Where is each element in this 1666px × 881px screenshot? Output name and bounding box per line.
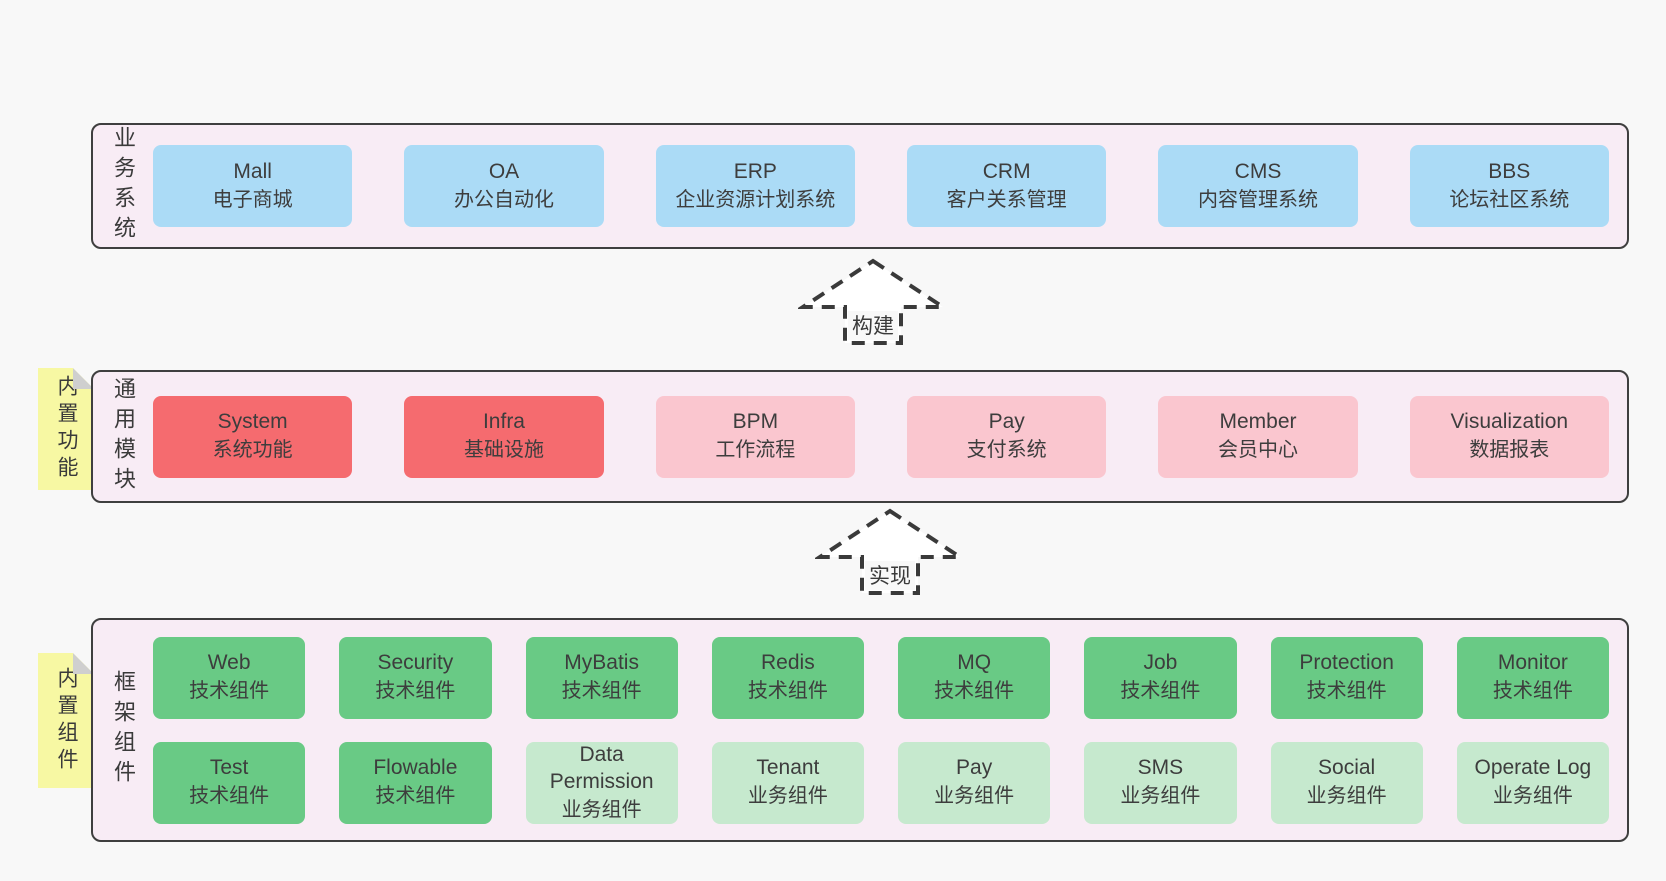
business-systems-band: 业务系统 Mall 电子商城 OA 办公自动化 ERP 企业资源计划系统 CRM… bbox=[91, 123, 1629, 249]
implement-arrow-outline bbox=[815, 508, 965, 595]
box-tenant: Tenant 业务组件 bbox=[711, 741, 864, 824]
box-oa: OA 办公自动化 bbox=[404, 145, 604, 227]
build-arrow-outline bbox=[798, 258, 948, 345]
business-systems-boxes: Mall 电子商城 OA 办公自动化 ERP 企业资源计划系统 CRM 客户关系… bbox=[153, 125, 1627, 247]
box-bbs: BBS 论坛社区系统 bbox=[1409, 145, 1609, 227]
implement-arrow-label-bg bbox=[865, 561, 915, 590]
box-cms: CMS 内容管理系统 bbox=[1158, 145, 1358, 227]
box-mybatis: MyBatis 技术组件 bbox=[525, 636, 678, 719]
builtin-components-sticky-label: 内置组件 bbox=[55, 666, 78, 775]
box-pay: Pay 支付系统 bbox=[906, 395, 1107, 478]
business-systems-band-label: 业务系统 bbox=[111, 126, 136, 246]
box-mall: Mall 电子商城 bbox=[153, 145, 353, 227]
framework-components-band: 框架组件 Web 技术组件 Security 技术组件 MyBatis 技术组件… bbox=[91, 618, 1629, 842]
box-infra: Infra 基础设施 bbox=[404, 395, 604, 478]
box-web: Web 技术组件 bbox=[153, 636, 306, 719]
builtin-components-sticky: 内置组件 bbox=[38, 653, 94, 788]
box-sms: SMS 业务组件 bbox=[1084, 741, 1237, 824]
box-security: Security 技术组件 bbox=[339, 636, 492, 719]
build-arrow-label-bg bbox=[848, 311, 898, 340]
build-arrow-label: 构建 bbox=[852, 315, 894, 338]
box-protection: Protection 技术组件 bbox=[1270, 636, 1423, 719]
box-crm: CRM 客户关系管理 bbox=[906, 145, 1107, 227]
box-system: System 系统功能 bbox=[153, 395, 353, 478]
builtin-features-sticky-label: 内置功能 bbox=[55, 375, 78, 483]
builtin-features-sticky: 内置功能 bbox=[38, 368, 94, 490]
box-flowable: Flowable 技术组件 bbox=[339, 741, 492, 824]
box-monitor: Monitor 技术组件 bbox=[1456, 636, 1609, 719]
framework-components-band-label: 框架组件 bbox=[111, 670, 136, 790]
box-bpm: BPM 工作流程 bbox=[655, 395, 855, 478]
box-job: Job 技术组件 bbox=[1084, 636, 1237, 719]
common-modules-band-label: 通用模块 bbox=[111, 376, 136, 497]
box-redis: Redis 技术组件 bbox=[711, 636, 864, 719]
box-erp: ERP 企业资源计划系统 bbox=[655, 145, 855, 227]
box-pay-business: Pay 业务组件 bbox=[898, 741, 1051, 824]
common-modules-boxes: System 系统功能 Infra 基础设施 BPM 工作流程 Pay 支付系统… bbox=[153, 372, 1627, 501]
implement-arrow: 实现 bbox=[815, 508, 965, 595]
build-arrow: 构建 bbox=[798, 258, 948, 345]
common-modules-band: 通用模块 System 系统功能 Infra 基础设施 BPM 工作流程 Pay… bbox=[91, 370, 1629, 503]
box-social: Social 业务组件 bbox=[1270, 741, 1423, 824]
box-data-permission: Data Permission 业务组件 bbox=[525, 741, 678, 824]
box-operate-log: Operate Log 业务组件 bbox=[1456, 741, 1609, 824]
box-mq: MQ 技术组件 bbox=[898, 636, 1051, 719]
box-test: Test 技术组件 bbox=[153, 741, 306, 824]
box-visualization: Visualization 数据报表 bbox=[1409, 395, 1609, 478]
box-member: Member 会员中心 bbox=[1158, 395, 1358, 478]
framework-components-boxes: Web 技术组件 Security 技术组件 MyBatis 技术组件 Redi… bbox=[153, 620, 1627, 840]
implement-arrow-label: 实现 bbox=[869, 565, 911, 588]
